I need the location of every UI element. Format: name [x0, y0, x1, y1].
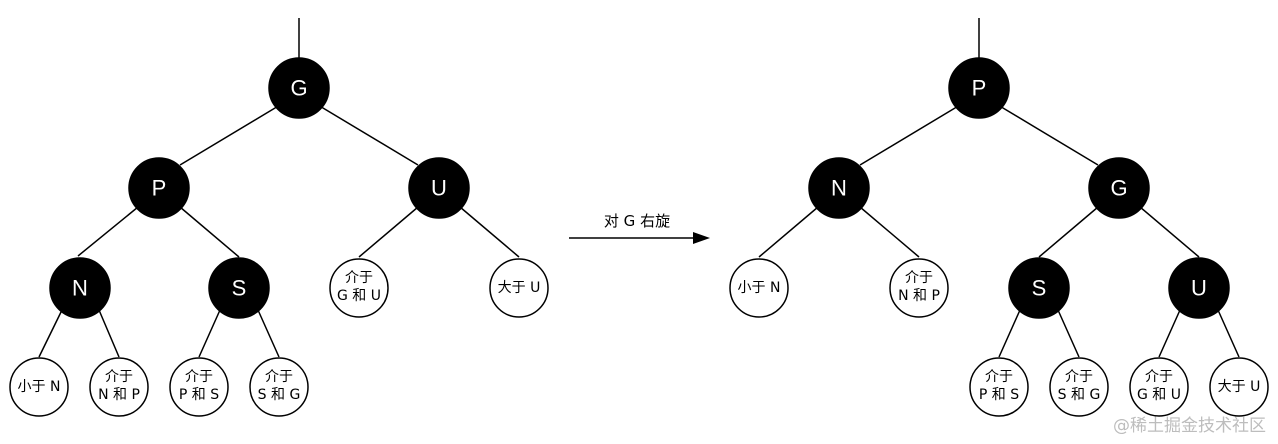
edge-G-P — [179, 104, 281, 166]
node-between-G-U — [329, 258, 389, 318]
rotation-label: 对 G 右旋 — [604, 212, 670, 230]
leaf-between-N-P-line1: 介于 — [105, 369, 133, 385]
node-U — [408, 157, 470, 219]
leaf-between-P-S-after — [969, 357, 1029, 417]
edge-P-N-after — [859, 104, 961, 166]
node-N-after-label: N — [831, 176, 847, 201]
leaf-between-P-S — [169, 357, 229, 417]
leaf-between-G-U-after — [1129, 357, 1189, 417]
node-S-after-label: S — [1032, 276, 1047, 301]
node-S-after — [1008, 257, 1070, 319]
leaf-between-G-U-after-line1: 介于 — [1145, 369, 1173, 385]
edge-U-greater — [459, 206, 520, 258]
node-greater-U — [489, 258, 549, 318]
node-G-after-label: G — [1110, 176, 1127, 201]
leaf-between-S-G — [249, 357, 309, 417]
edge-N-less — [38, 309, 63, 358]
after-tree-edges — [758, 18, 1240, 358]
leaf-between-N-P — [89, 357, 149, 417]
leaf-between-P-S-line1: 介于 — [185, 369, 213, 385]
leaf-between-S-G-line2: S 和 G — [258, 387, 301, 403]
rotation-arrow: 对 G 右旋 — [569, 212, 710, 244]
leaf-greater-U-after — [1209, 357, 1269, 417]
node-U-after-label: U — [1191, 276, 1207, 301]
edge-N-between — [98, 309, 120, 358]
before-tree-edges — [38, 18, 520, 358]
before-tree-nodes: G P U N S 介于 G 和 U 大于 U 小于 N 介于 N 和 P 介于… — [9, 57, 549, 417]
node-P-label: P — [152, 176, 167, 201]
node-N-after — [808, 157, 870, 219]
node-U-after — [1168, 257, 1230, 319]
edge-P-G-after — [997, 104, 1099, 166]
node-G-label: G — [290, 76, 307, 101]
node-G — [268, 57, 330, 119]
node-greater-U-label: 大于 U — [498, 280, 541, 296]
leaf-between-S-G-line1: 介于 — [265, 369, 293, 385]
edge-S-right — [257, 309, 280, 358]
node-S-label: S — [232, 276, 247, 301]
node-U-label: U — [431, 176, 447, 201]
leaf-between-S-G-after-line2: S 和 G — [1058, 387, 1101, 403]
node-G-after — [1088, 157, 1150, 219]
node-P — [128, 157, 190, 219]
leaf-between-G-U-after-line2: G 和 U — [1137, 387, 1181, 403]
leaf-between-S-G-after-line1: 介于 — [1065, 369, 1093, 385]
watermark: @稀土掘金技术社区 — [1113, 416, 1266, 436]
leaf-greater-U-after-label: 大于 U — [1218, 379, 1261, 395]
node-less-N-after-label: 小于 N — [738, 280, 781, 296]
node-N-label: N — [72, 276, 88, 301]
leaf-between-P-S-line2: P 和 S — [179, 387, 219, 403]
edge-G-S-after — [1038, 206, 1099, 258]
leaf-less-N — [9, 357, 69, 417]
node-less-N-after — [729, 258, 789, 318]
leaf-less-N-label: 小于 N — [18, 379, 61, 395]
node-between-N-P-after — [889, 258, 949, 318]
edge-U-between — [358, 206, 419, 258]
node-N — [49, 257, 111, 319]
node-S — [208, 257, 270, 319]
edge-P-S — [179, 206, 240, 258]
edge-S-left-after — [998, 309, 1021, 358]
node-between-G-U-line2: G 和 U — [337, 288, 381, 304]
arrow-head — [693, 232, 710, 244]
edge-N-less-after — [758, 206, 819, 258]
edge-G-U — [317, 104, 419, 166]
node-between-N-P-after-line2: N 和 P — [898, 288, 940, 304]
edge-S-right-after — [1057, 309, 1080, 358]
edge-P-N — [77, 206, 139, 257]
leaf-between-P-S-after-line1: 介于 — [985, 369, 1013, 385]
edge-G-U-after — [1139, 206, 1200, 258]
leaf-between-P-S-after-line2: P 和 S — [979, 387, 1019, 403]
node-P-after — [948, 57, 1010, 119]
edge-U-right-after — [1217, 309, 1240, 358]
node-P-after-label: P — [972, 76, 987, 101]
after-tree-nodes: P N G 小于 N 介于 N 和 P S U 介于 P 和 S 介于 S 和 … — [729, 57, 1269, 417]
node-between-G-U-line1: 介于 — [345, 270, 373, 286]
edge-N-between-after — [859, 206, 920, 258]
edge-U-left-after — [1158, 309, 1181, 358]
edge-S-left — [198, 309, 221, 358]
node-between-N-P-after-line1: 介于 — [905, 270, 933, 286]
leaf-between-N-P-line2: N 和 P — [98, 387, 140, 403]
leaf-between-S-G-after — [1049, 357, 1109, 417]
